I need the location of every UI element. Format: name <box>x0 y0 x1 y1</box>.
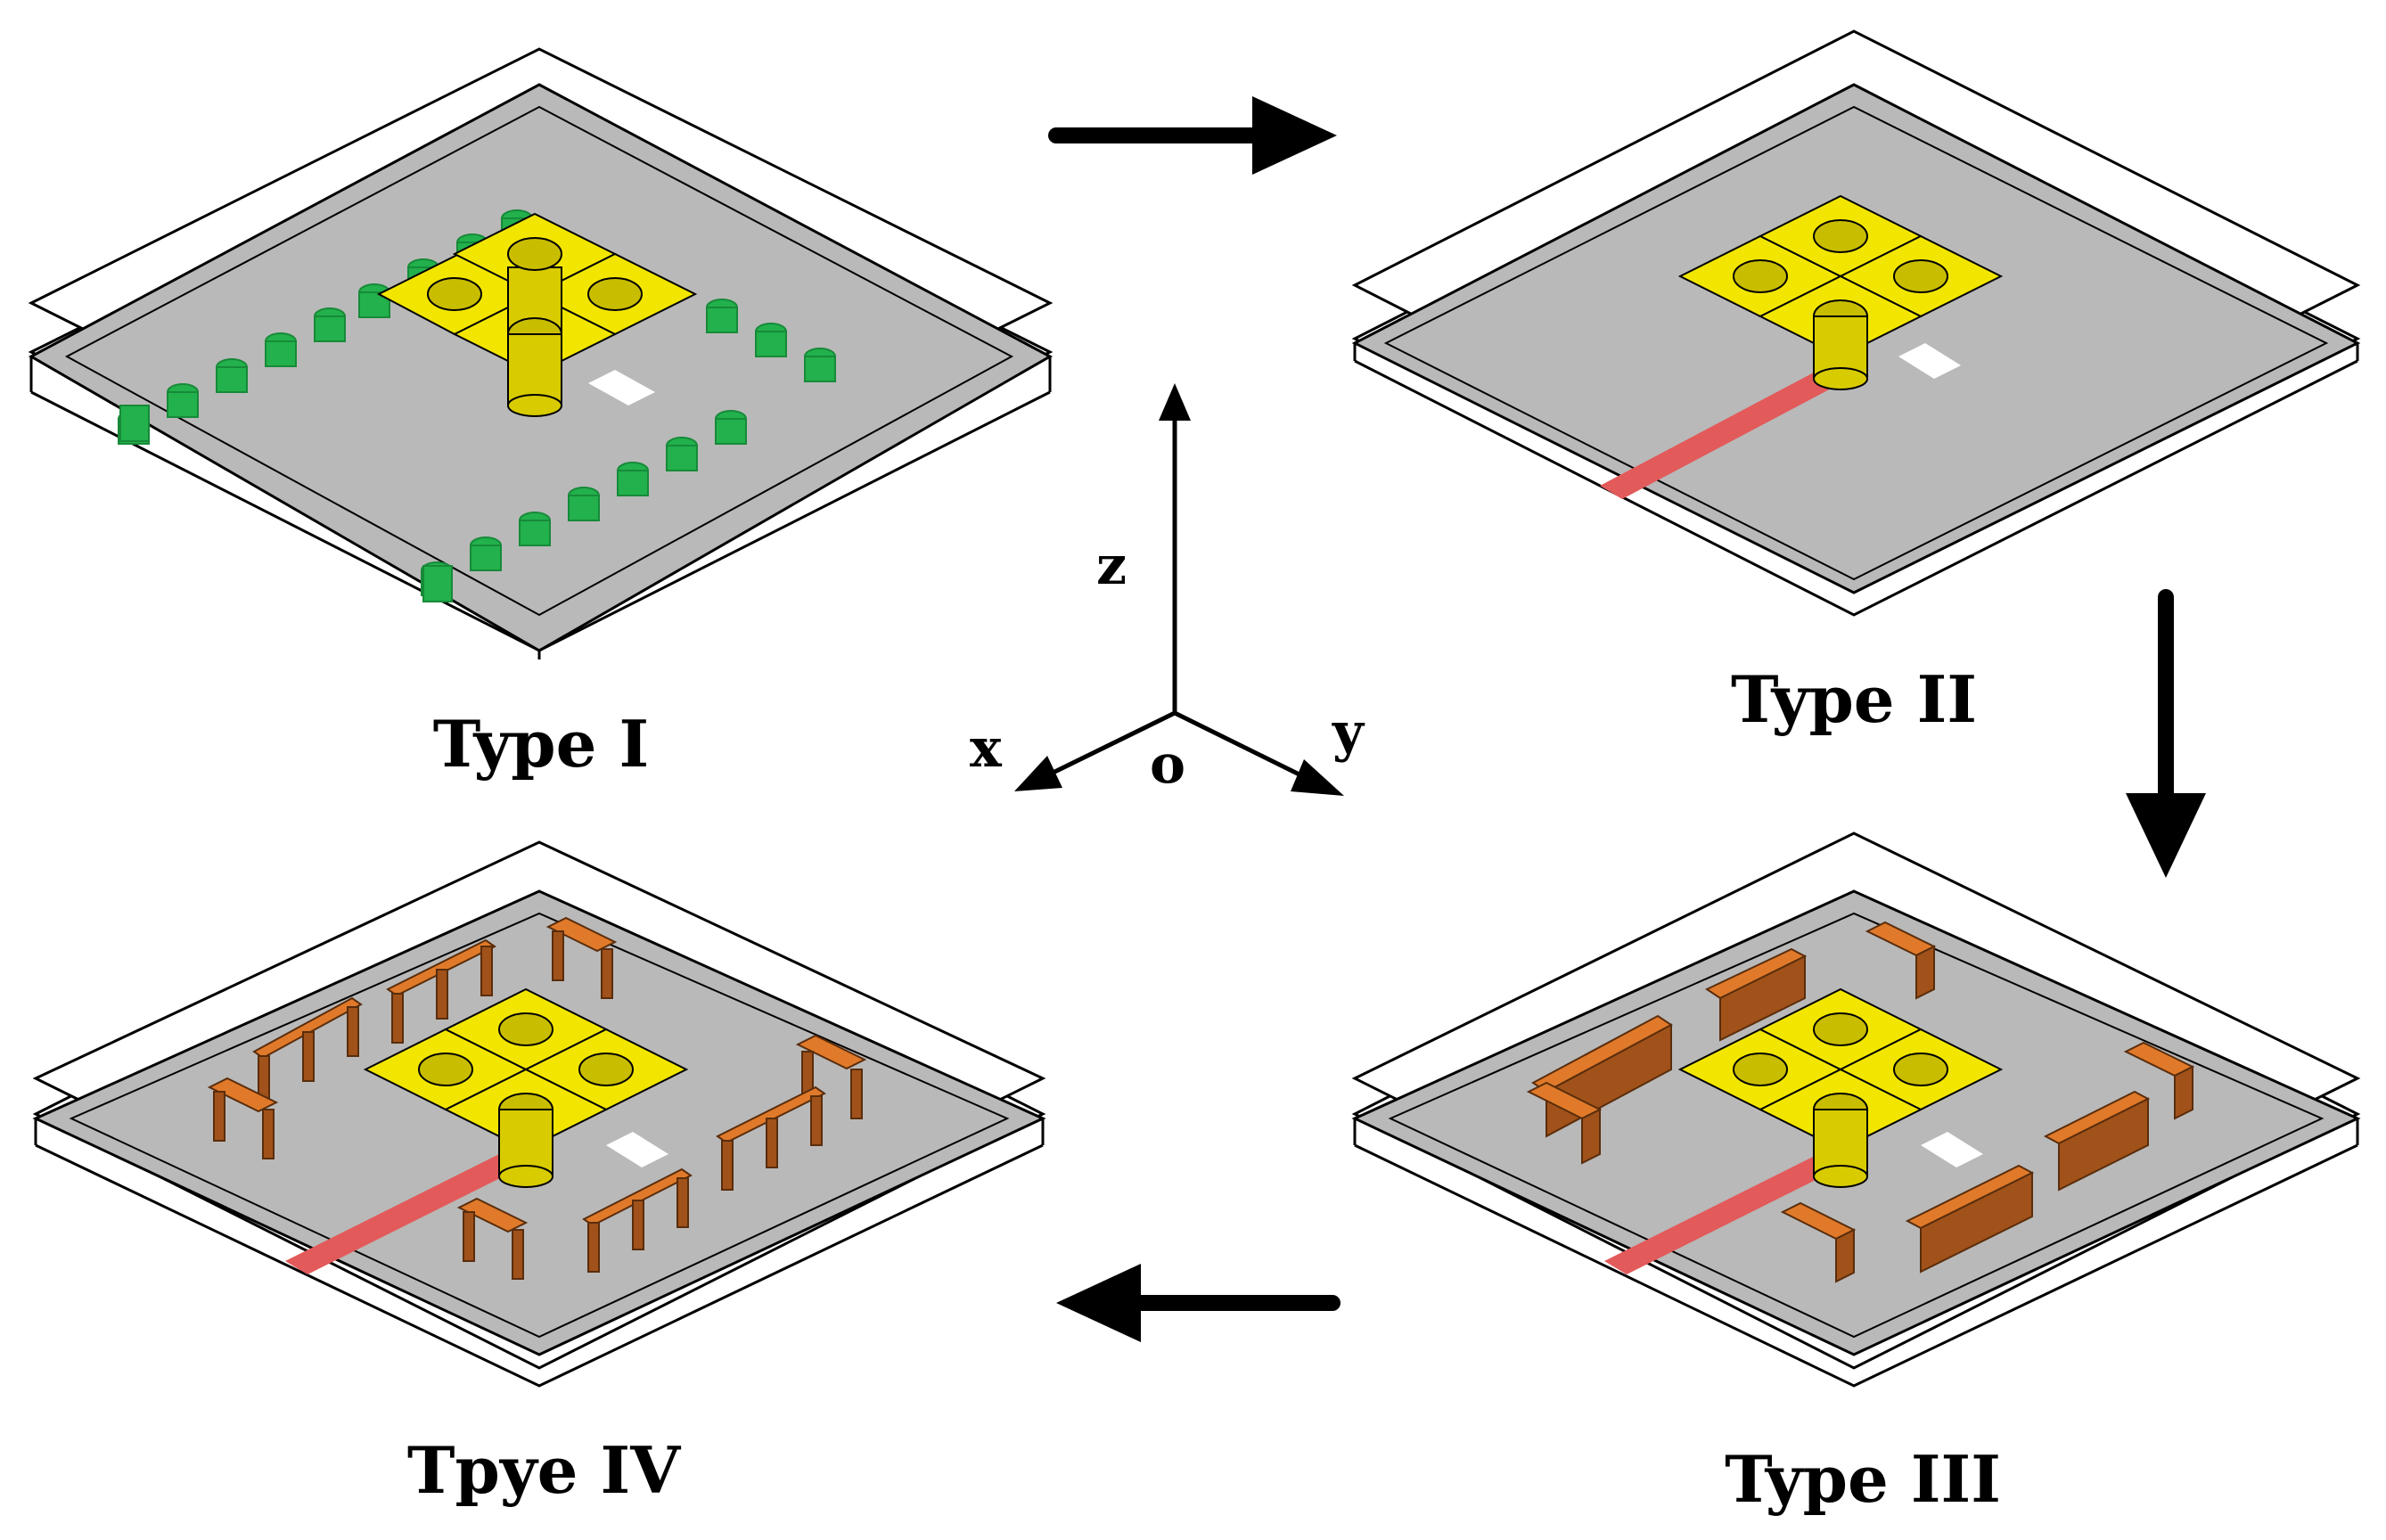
coordinate-axes: z x y o <box>970 383 1365 796</box>
patch-cluster <box>376 212 698 417</box>
arrow-down-head <box>2126 793 2206 878</box>
label-type-4: Tpye IV <box>407 1432 681 1508</box>
patch-cluster <box>1677 194 2004 390</box>
arrow-left-head <box>1056 1264 1141 1342</box>
flow-arrows <box>1048 96 2206 1342</box>
patch-cluster <box>363 987 689 1188</box>
y-axis-head <box>1291 759 1344 796</box>
type-2-model <box>1351 29 2361 617</box>
type-3-model <box>1351 831 2361 1388</box>
axis-label-x: x <box>970 717 1003 780</box>
arrow-right-head <box>1252 96 1337 175</box>
axis-label-y: y <box>1332 701 1365 764</box>
feed-line <box>1604 1145 1858 1274</box>
y-axis <box>1173 710 1321 787</box>
x-axis-head <box>1014 756 1062 791</box>
label-type-3: Type III <box>1725 1441 2001 1517</box>
axis-label-origin: o <box>1150 733 1185 796</box>
type-1-model <box>28 47 1054 659</box>
type-4-model <box>32 840 1046 1388</box>
feed-line <box>285 1145 539 1274</box>
patch-cluster <box>1677 987 2004 1188</box>
z-axis-head <box>1159 383 1191 421</box>
label-type-1: Type I <box>433 706 649 782</box>
wall-set <box>1526 921 2195 1283</box>
pin-set <box>207 916 867 1280</box>
x-axis <box>1037 710 1177 782</box>
label-type-2: Type II <box>1731 661 1977 737</box>
axis-label-z: z <box>1096 535 1127 597</box>
feed-line <box>1600 365 1849 499</box>
